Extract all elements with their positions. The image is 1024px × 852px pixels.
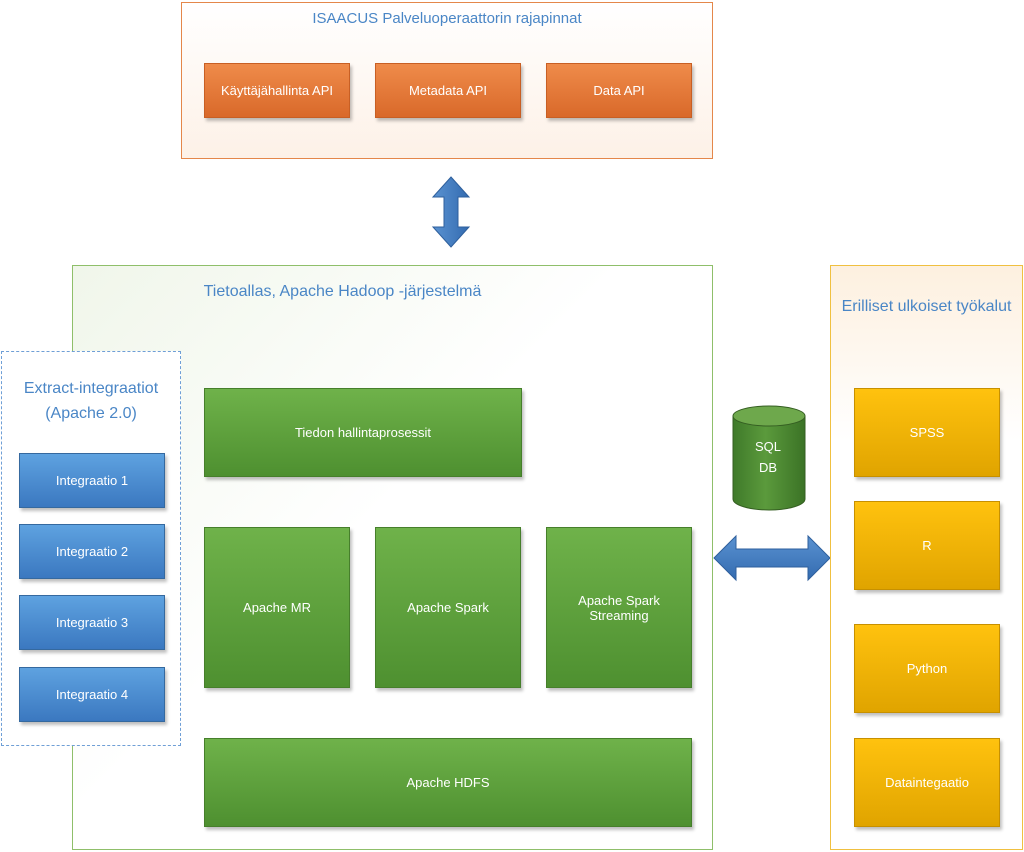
dataintegration-box: Dataintegaatio [854, 738, 1000, 827]
extract-title-line1: Extract-integraatiot [23, 380, 159, 397]
api-title: ISAACUS Palveluoperaattorin rajapinnat [312, 10, 582, 27]
apache-spark-box: Apache Spark [375, 527, 521, 688]
integration-4-box: Integraatio 4 [19, 667, 165, 722]
database-cylinder-icon [732, 405, 806, 511]
integration-3-box: Integraatio 3 [19, 595, 165, 650]
horizontal-double-arrow [713, 534, 831, 582]
hadoop-title: Tietoallas, Apache Hadoop -järjestelmä [203, 283, 482, 300]
python-box: Python [854, 624, 1000, 713]
tools-title: Erilliset ulkoiset työkalut [841, 298, 1012, 315]
apache-hdfs-box: Apache HDFS [204, 738, 692, 827]
integration-2-box: Integraatio 2 [19, 524, 165, 579]
apache-spark-streaming-box: Apache Spark Streaming [546, 527, 692, 688]
apache-mr-box: Apache MR [204, 527, 350, 688]
user-management-api-box: Käyttäjähallinta API [204, 63, 350, 118]
database-label-db: DB [758, 460, 778, 475]
spss-box: SPSS [854, 388, 1000, 477]
data-management-box: Tiedon hallintaprosessit [204, 388, 522, 477]
r-box: R [854, 501, 1000, 590]
database-label-sql: SQL [754, 439, 781, 454]
extract-title-line2: (Apache 2.0) [45, 405, 137, 422]
metadata-api-box: Metadata API [375, 63, 521, 118]
integration-1-box: Integraatio 1 [19, 453, 165, 508]
vertical-double-arrow [431, 176, 471, 248]
data-api-box: Data API [546, 63, 692, 118]
